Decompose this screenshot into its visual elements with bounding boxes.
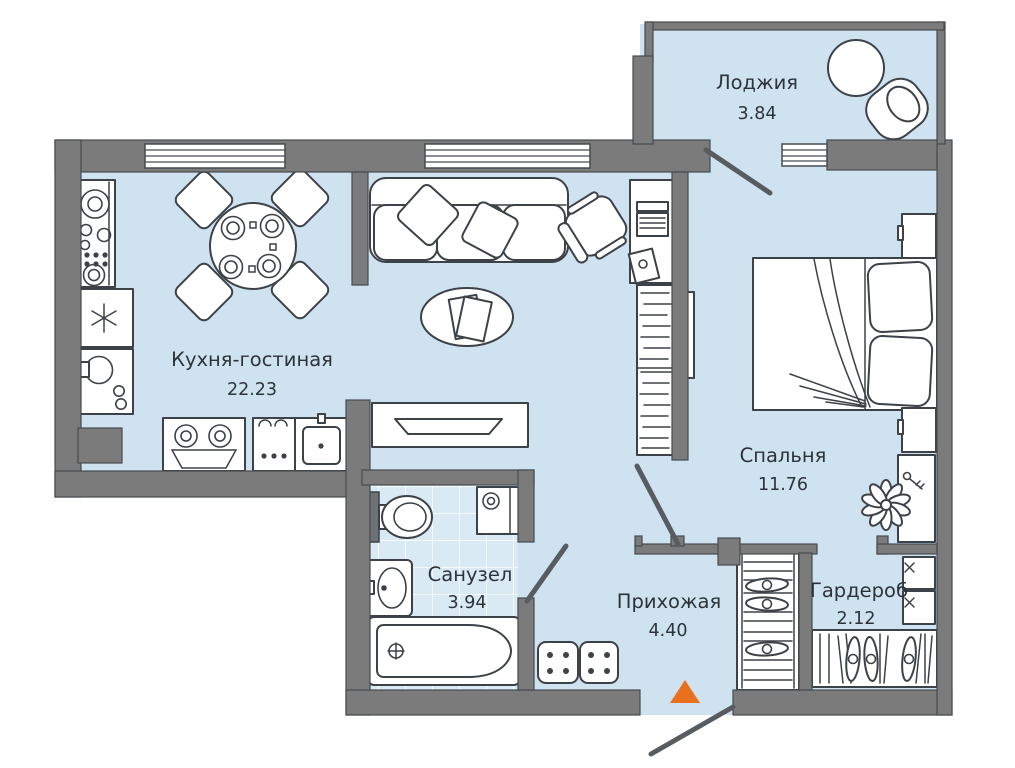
doors <box>524 147 773 757</box>
plant <box>861 479 911 531</box>
blanket-fold <box>813 258 871 408</box>
window-kitchen <box>144 143 286 169</box>
room-label-wardrobe: Гардероб <box>810 579 908 602</box>
hanger <box>745 596 789 612</box>
room-label-kitchen: Кухня-гостиная <box>171 348 333 371</box>
nightstand-handle <box>897 419 904 435</box>
bedroom-door-leaf <box>634 463 681 547</box>
wall-kitchen-stub <box>77 427 123 464</box>
sofa-pillow <box>461 201 519 259</box>
room-area-loggia: 3.84 <box>738 104 777 124</box>
wardrobe-rail <box>811 629 938 688</box>
room-label-bedroom: Спальня <box>740 444 827 467</box>
wall-bottom-left <box>345 689 641 716</box>
wardrobe-shelves <box>902 556 936 625</box>
nightstand <box>901 407 937 453</box>
room-area-kitchen: 22.23 <box>227 380 277 400</box>
wall-bathroom-left <box>345 399 371 716</box>
wall-right <box>936 139 953 716</box>
mouse-pad <box>627 247 661 285</box>
tv-console <box>371 402 529 448</box>
bathroom-door-leaf <box>524 543 569 604</box>
bathtub <box>367 616 521 686</box>
wall-kitchen-bottom <box>54 470 363 498</box>
outside-cutout <box>0 497 346 768</box>
wall-wardrobe-top <box>876 543 938 555</box>
entrance-marker <box>670 680 700 703</box>
washing-machine <box>476 486 520 535</box>
room-area-bedroom: 11.76 <box>758 475 808 495</box>
room-labels: Лоджия 3.84 Кухня-гостиная 22.23 Спальня… <box>171 71 908 641</box>
bed <box>752 257 938 411</box>
hanger <box>745 577 789 593</box>
loggia-table <box>827 39 885 97</box>
stove <box>162 417 246 472</box>
wall-stub-hallway <box>717 537 741 566</box>
room-area-hallway: 4.40 <box>649 621 688 641</box>
sofa-pillow <box>396 183 460 247</box>
tv <box>394 418 503 435</box>
wall-bathroom-right-lower <box>517 597 535 691</box>
drain-icon <box>387 642 405 660</box>
wall-left <box>54 139 82 498</box>
wall-center <box>671 171 689 461</box>
dining-set <box>174 168 330 322</box>
laptop <box>636 201 669 237</box>
toilet <box>365 491 433 543</box>
wall-cap <box>634 535 643 547</box>
dining-chair <box>270 168 330 228</box>
loggia-door-leaf <box>703 147 773 196</box>
pouf <box>537 641 579 684</box>
wall-loggia-top <box>645 21 945 31</box>
wall-loggia-bedroom <box>826 139 938 171</box>
hallway-closet <box>736 552 800 691</box>
kitchen-sink-cabinet <box>76 348 134 415</box>
room-label-hallway: Прихожая <box>617 590 721 613</box>
windows <box>144 143 828 169</box>
bed-pillow <box>866 335 934 407</box>
sofa <box>369 177 569 263</box>
nightstand <box>901 213 937 259</box>
entrance-door-leaf <box>648 704 736 757</box>
nightstand-handle <box>897 225 904 241</box>
key-icon <box>902 471 925 490</box>
pouf <box>579 641 619 684</box>
window-loggia-bedroom <box>781 143 828 167</box>
window-living <box>424 143 591 169</box>
loggia-door-threshold <box>710 140 782 171</box>
kitchen-tall-unit <box>76 179 116 288</box>
wall-loggia-right <box>936 21 946 145</box>
wall-loggia-left-block <box>632 55 654 145</box>
loggia-chair <box>865 77 929 141</box>
coffee-table <box>420 287 514 347</box>
snowflake-icon <box>91 303 117 333</box>
desk <box>627 179 675 285</box>
room-area-bathroom: 3.94 <box>448 593 487 613</box>
room-area-wardrobe: 2.12 <box>837 609 876 629</box>
kitchen-mid-cabinet <box>252 417 296 472</box>
hanging-clothes <box>845 636 917 682</box>
wall-stub-sofa <box>351 171 369 286</box>
room-label-loggia: Лоджия <box>716 71 798 94</box>
wall-bathroom-top <box>361 469 535 486</box>
fridge <box>76 288 134 348</box>
hanger <box>745 641 789 657</box>
bed-pillow <box>866 261 934 333</box>
desk-chair <box>557 191 628 264</box>
wall-bathroom-right-upper <box>517 469 535 543</box>
ladder-shelf <box>636 284 674 456</box>
room-label-bathroom: Санузел <box>428 563 513 586</box>
dining-chair <box>174 262 234 322</box>
wall-bottom-right <box>732 689 953 716</box>
counter-sink <box>294 413 348 472</box>
dining-chair <box>174 170 234 230</box>
wall-closet-wardrobe <box>798 552 813 691</box>
